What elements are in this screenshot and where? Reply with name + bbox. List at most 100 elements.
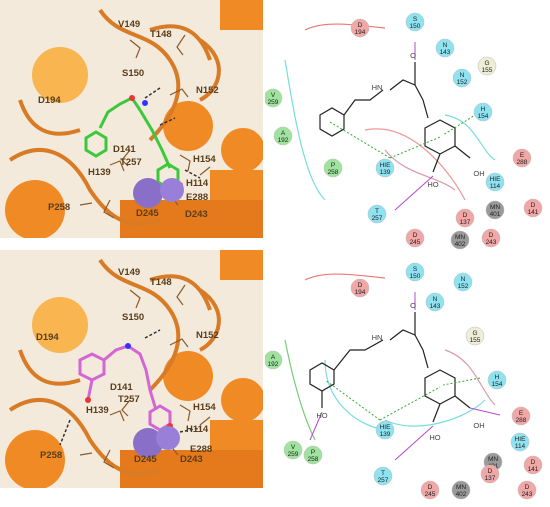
- atom-label: HN: [372, 83, 383, 92]
- svg-text:D243: D243: [180, 454, 203, 465]
- residue-label: HIE: [380, 424, 392, 431]
- residue-number: 245: [410, 239, 421, 246]
- residue-number: 245: [425, 491, 436, 498]
- residue-label: HIE: [490, 176, 502, 183]
- residue-number: 194: [355, 29, 366, 36]
- residue-label: N: [460, 72, 465, 79]
- residue-label: N: [433, 296, 438, 303]
- residue-label: V: [291, 444, 296, 451]
- residue-number: 192: [278, 137, 289, 144]
- residue-label: H: [495, 374, 500, 381]
- residue-label: N: [443, 42, 448, 49]
- residue-number: 192: [268, 361, 279, 368]
- svg-text:P258: P258: [48, 202, 70, 213]
- residue-number: 257: [378, 477, 389, 484]
- residue-bubble-s150: S150: [405, 12, 425, 32]
- residue-label: HIE: [515, 436, 527, 443]
- residue-label: G: [472, 330, 477, 337]
- residue-label: D: [525, 484, 530, 491]
- residue-bubble-d194: D194: [350, 278, 370, 298]
- svg-text:T148: T148: [150, 29, 172, 40]
- residue-bubble-e288: E288: [511, 406, 531, 426]
- residue-number: 288: [517, 159, 528, 166]
- residue-label: MN: [455, 234, 465, 241]
- residue-bubble-e288: E288: [512, 148, 532, 168]
- svg-text:P258: P258: [40, 450, 62, 461]
- residue-number: 401: [490, 211, 501, 218]
- atom-label: HO: [427, 180, 438, 189]
- residue-label: E: [520, 152, 525, 159]
- residue-number: 243: [486, 239, 497, 246]
- atom-label: HN: [372, 333, 383, 342]
- residue-number: 258: [308, 456, 319, 463]
- residue-number: 194: [355, 289, 366, 296]
- svg-text:H154: H154: [193, 154, 216, 165]
- residue-number: 155: [482, 67, 493, 74]
- residue-number: 259: [268, 99, 279, 106]
- residue-bubble-d141: D141: [523, 455, 543, 475]
- svg-text:D245: D245: [134, 454, 157, 465]
- residue-label: MN: [456, 484, 466, 491]
- residue-number: 288: [516, 417, 527, 424]
- residue-number: 155: [470, 337, 481, 344]
- residue-label: D: [531, 459, 536, 466]
- residue-label: D: [489, 232, 494, 239]
- atom-label: OH: [473, 421, 484, 430]
- svg-text:D245: D245: [136, 208, 159, 219]
- residue-number: 143: [430, 303, 441, 310]
- residue-number: 154: [492, 381, 503, 388]
- residue-number: 152: [458, 283, 469, 290]
- residue-label: MN: [488, 456, 498, 463]
- svg-text:V149: V149: [118, 19, 140, 30]
- svg-text:D194: D194: [38, 95, 61, 106]
- residue-label: H: [481, 106, 486, 113]
- residue-number: 257: [372, 215, 383, 222]
- svg-text:H139: H139: [88, 167, 111, 178]
- residue-label: N: [461, 276, 466, 283]
- residue-number: 137: [485, 475, 496, 482]
- residue-label: D: [413, 232, 418, 239]
- residue-number: 258: [328, 169, 339, 176]
- residue-bubble-s150: S150: [405, 262, 425, 282]
- residue-label: T: [375, 208, 379, 215]
- svg-text:H139: H139: [86, 405, 109, 416]
- residue-bubble-d245: D245: [405, 228, 425, 248]
- residue-label: V: [271, 92, 276, 99]
- svg-text:V149: V149: [118, 267, 140, 278]
- residue-bubble-h154: H154: [487, 370, 507, 390]
- residue-number: 141: [528, 209, 539, 216]
- svg-text:D243: D243: [185, 209, 208, 220]
- residue-number: 114: [490, 183, 501, 190]
- svg-text:T148: T148: [150, 277, 172, 288]
- residue-label: S: [413, 266, 418, 273]
- residue-label: A: [271, 354, 276, 361]
- residue-number: 141: [528, 466, 539, 473]
- residue-bubble-d141: D141: [523, 198, 543, 218]
- svg-text:H154: H154: [193, 402, 216, 413]
- svg-text:N152: N152: [196, 330, 219, 341]
- residue-number: 139: [380, 431, 391, 438]
- residue-label: S: [413, 16, 418, 23]
- atom-label: O: [410, 51, 416, 60]
- residue-label: G: [484, 60, 489, 67]
- residue-label: D: [428, 484, 433, 491]
- residue-label: D: [358, 22, 363, 29]
- residue-bubble-h154: H154: [473, 102, 493, 122]
- residue-number: 150: [410, 273, 421, 280]
- svg-text:E288: E288: [186, 192, 208, 203]
- residue-label: D: [531, 202, 536, 209]
- svg-text:E288: E288: [190, 444, 212, 455]
- residue-label: D: [358, 282, 363, 289]
